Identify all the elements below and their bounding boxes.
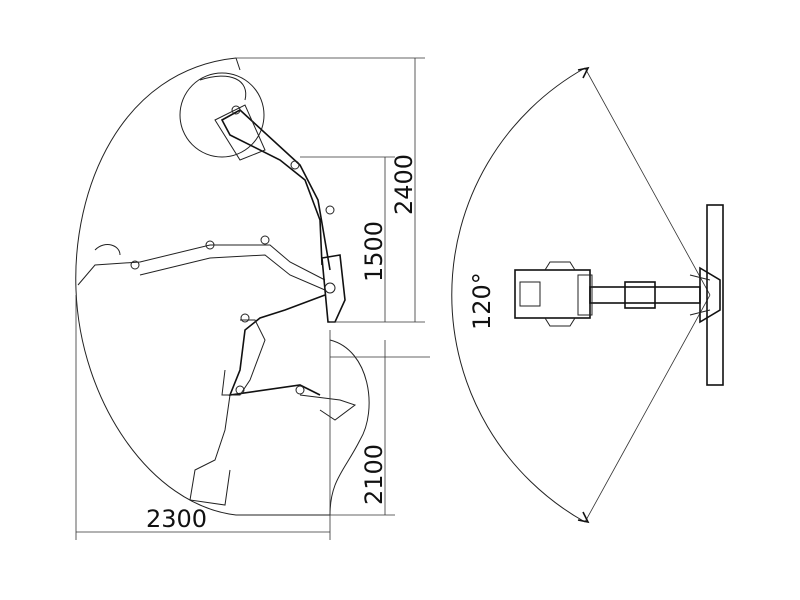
bottom-bucket-arc — [329, 339, 370, 516]
dim-2400: 2400 — [236, 57, 425, 323]
swing-angle-arc: 120° — [451, 66, 711, 524]
working-envelope-arc — [75, 57, 330, 516]
dim-2100: 2100 — [330, 340, 430, 516]
swing-post — [321, 254, 346, 323]
dim-2300-label: 2300 — [146, 505, 207, 533]
dim-1500-label: 1500 — [360, 221, 388, 282]
envelope-top-link — [235, 57, 241, 71]
arm-lowered — [189, 294, 357, 506]
dim-2100-label: 2100 — [360, 444, 388, 505]
dim-2300: 2300 — [75, 295, 331, 540]
arm-raised — [199, 75, 335, 271]
swing-angle-label: 120° — [468, 272, 496, 330]
arm-extended — [77, 235, 326, 291]
top-bucket-arc — [179, 72, 265, 158]
top-view-excavator — [514, 204, 724, 386]
dim-2400-label: 2400 — [390, 154, 418, 215]
dim-1500: 1500 — [300, 156, 395, 322]
